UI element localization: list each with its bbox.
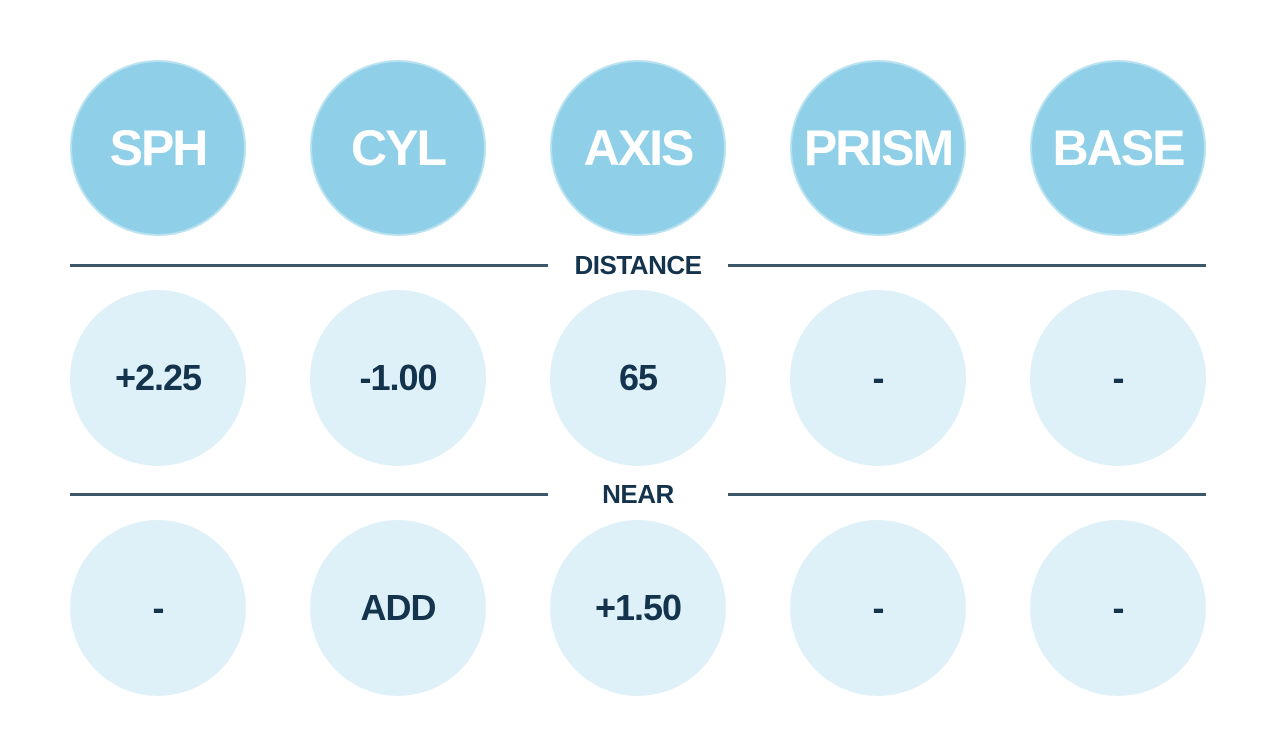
divider-line-right (728, 493, 1206, 496)
distance-divider: DISTANCE (70, 250, 1206, 280)
near-row: - ADD +1.50 - - (70, 520, 1206, 696)
distance-prism-value: - (790, 290, 966, 466)
header-base: BASE (1030, 60, 1206, 236)
near-sph-value: - (70, 520, 246, 696)
header-cyl: CYL (310, 60, 486, 236)
distance-cyl-value: -1.00 (310, 290, 486, 466)
header-prism: PRISM (790, 60, 966, 236)
divider-line-right (728, 264, 1206, 267)
header-axis: AXIS (550, 60, 726, 236)
near-add-value: +1.50 (550, 520, 726, 696)
distance-label: DISTANCE (574, 250, 702, 280)
distance-row: +2.25 -1.00 65 - - (70, 290, 1206, 466)
distance-sph-value: +2.25 (70, 290, 246, 466)
header-row: SPH CYL AXIS PRISM BASE (70, 60, 1206, 236)
near-add-label: ADD (310, 520, 486, 696)
header-sph: SPH (70, 60, 246, 236)
divider-line-left (70, 493, 548, 496)
near-base-value: - (1030, 520, 1206, 696)
near-label: NEAR (602, 479, 674, 509)
near-divider: NEAR (70, 479, 1206, 509)
distance-base-value: - (1030, 290, 1206, 466)
divider-line-left (70, 264, 548, 267)
distance-axis-value: 65 (550, 290, 726, 466)
near-prism-value: - (790, 520, 966, 696)
